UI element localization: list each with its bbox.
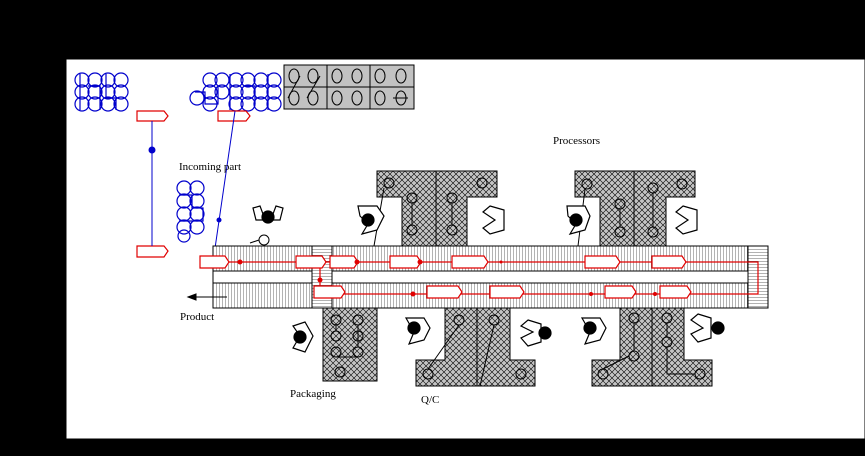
conveyor-pallets xyxy=(199,255,692,299)
processor-station-1 xyxy=(373,170,498,247)
transfer-axis xyxy=(148,110,236,263)
product-label: Product xyxy=(180,311,215,323)
pallet-top-left xyxy=(136,110,169,122)
incoming-part-label: Incoming part xyxy=(179,161,242,173)
part-feeder-middle xyxy=(189,72,282,112)
pallet-left-lower xyxy=(136,245,169,258)
conveyor-nodes xyxy=(237,259,657,297)
gripper-3 xyxy=(482,205,505,235)
gripper-5 xyxy=(675,205,698,235)
processor-station-2 xyxy=(574,170,696,247)
qc-station-2 xyxy=(591,307,713,387)
gripper-10 xyxy=(690,313,712,343)
gripper-8 xyxy=(519,319,542,347)
incoming-part-stack xyxy=(176,180,205,243)
qc-label: Q/C xyxy=(421,394,440,406)
processors-label: Processors xyxy=(553,135,601,147)
tray-storage xyxy=(283,64,415,110)
conveyor-track xyxy=(212,245,769,309)
qc-station-1 xyxy=(415,307,536,387)
small-gripper xyxy=(249,234,270,246)
part-feeder-left xyxy=(74,72,129,112)
product-output-arrow xyxy=(186,293,227,301)
packaging-station xyxy=(322,307,378,382)
packaging-label: Packaging xyxy=(290,388,336,400)
robot-gripper-set xyxy=(252,205,725,353)
